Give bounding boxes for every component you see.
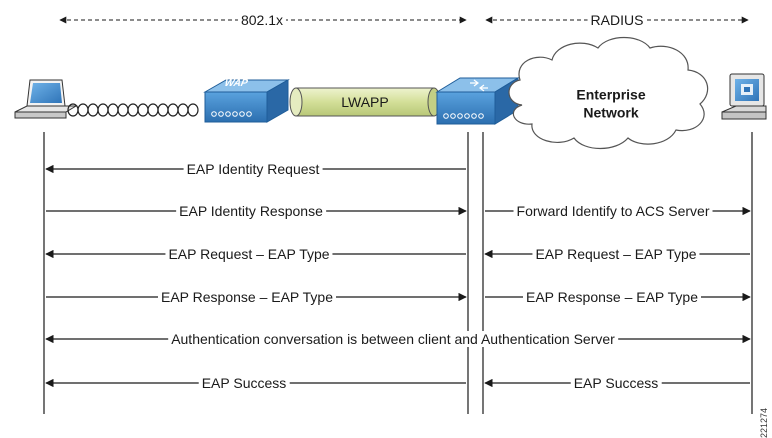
msg-eap-success-right: EAP Success: [570, 375, 662, 391]
access-point-icon: [203, 79, 290, 123]
lwapp-tunnel-icon: [289, 87, 441, 117]
header-radius-label: RADIUS: [587, 12, 647, 28]
msg-eap-request-type-left: EAP Request – EAP Type: [165, 246, 333, 262]
lifelines: [43, 132, 753, 414]
msg-eap-success-left: EAP Success: [198, 375, 290, 391]
msg-forward-identity: Forward Identify to ACS Server: [513, 203, 713, 219]
diagram-svg: [14, 16, 767, 414]
msg-eap-response-type-left: EAP Response – EAP Type: [157, 289, 337, 305]
server-computer-icon: [721, 73, 767, 120]
controller-switch-icon: [435, 77, 520, 125]
msg-eap-identity-response: EAP Identity Response: [176, 203, 326, 219]
msg-auth-conversation: Authentication conversation is between c…: [168, 331, 618, 347]
msg-eap-identity-request: EAP Identity Request: [183, 161, 323, 177]
lwapp-label: LWAPP: [341, 94, 389, 110]
cloud-label-line1: Enterprise: [576, 86, 646, 103]
access-point-label: WAP: [223, 78, 249, 89]
figure-id: 221274: [759, 408, 769, 438]
msg-eap-request-type-right: EAP Request – EAP Type: [532, 246, 700, 262]
cloud-label-line2: Network: [583, 104, 639, 121]
enterprise-network-cloud-icon: [508, 37, 709, 149]
message-arrows-left: [45, 164, 751, 388]
laptop-icon: [14, 79, 78, 119]
msg-eap-response-type-right: EAP Response – EAP Type: [522, 289, 702, 305]
wireless-link-icon: [67, 103, 199, 117]
eap-sequence-diagram: 802.1x RADIUS WAP LWAPP Enterprise Netwo…: [14, 12, 769, 438]
header-802-1x-label: 802.1x: [237, 12, 287, 28]
